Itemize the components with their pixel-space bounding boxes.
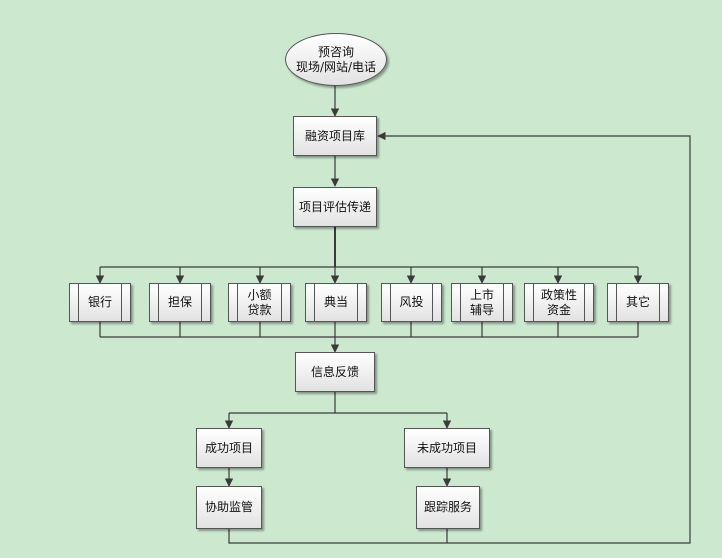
start-line2: 现场/网站/电话: [295, 59, 377, 74]
project-pool-label: 融资项目库: [304, 128, 365, 143]
success-box: 成功项目: [196, 428, 262, 468]
channel-microloan: 小额贷款: [228, 283, 291, 322]
channel-guarantee: 担保: [149, 283, 211, 322]
channel-pawn: 典当: [305, 283, 367, 322]
track-box: 跟踪服务: [416, 486, 480, 529]
channel-other: 其它: [607, 283, 669, 322]
assist-box: 协助监管: [196, 486, 262, 529]
channel-policy-funds: 政策性资金: [524, 283, 594, 322]
channel-vc: 风投: [381, 283, 442, 322]
evaluation-box: 项目评估传递: [293, 187, 377, 227]
evaluation-label: 项目评估传递: [298, 199, 371, 214]
channel-bank: 银行: [69, 283, 131, 322]
success-label: 成功项目: [204, 440, 253, 455]
loop-back-line: [228, 131, 691, 544]
fail-box: 未成功项目: [404, 428, 490, 468]
feedback-box: 信息反馈: [295, 352, 375, 392]
track-label: 跟踪服务: [423, 500, 472, 514]
start-terminator: 预咨询 现场/网站/电话: [285, 33, 387, 86]
assist-label: 协助监管: [204, 500, 253, 514]
channel-ipo-guidance: 上市辅导: [451, 283, 513, 322]
feedback-label: 信息反馈: [310, 364, 359, 379]
project-pool-box: 融资项目库: [293, 116, 377, 156]
fail-label: 未成功项目: [416, 440, 477, 455]
start-line1: 预咨询: [317, 44, 354, 59]
